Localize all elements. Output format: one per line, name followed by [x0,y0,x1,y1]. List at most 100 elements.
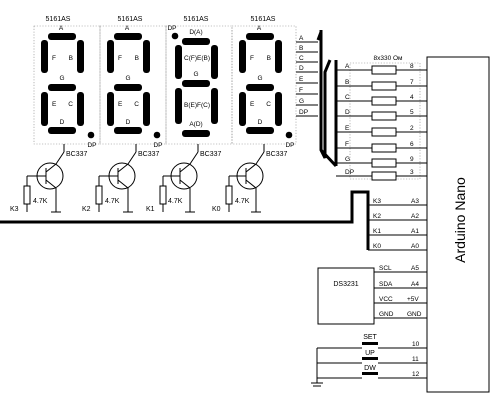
bus-label-g: G [299,98,304,105]
display-outline [165,25,233,145]
seg-d-label: D [126,119,131,126]
arduino-pin-label: A2 [411,213,419,220]
seg-b-label: B [69,55,73,62]
seg-g-label: G [125,75,130,82]
array-pin: 9 [410,156,414,163]
array-label: A [345,63,350,70]
seg-b-label: B [135,55,139,62]
seg-dp [285,131,293,139]
array-label: E [345,125,350,132]
seg-f [107,40,114,73]
seg-c-label: C [266,101,271,108]
bus-k-label: K1 [373,228,381,235]
array-label: D [345,109,350,116]
arduino-body [426,56,490,393]
key-label: K2 [82,206,91,213]
seg-c-label: C [68,101,73,108]
resistor-row: E 2 [336,125,427,137]
seg-d-label: D [258,119,263,126]
seg-e-label: E [250,101,255,108]
transistor-model: BC337 [266,151,288,158]
array-pin: 5 [410,109,414,116]
seg-b [275,40,282,73]
resistor-array-title: 8x330 Ом [373,55,403,62]
set-button: SET 10 [317,334,427,349]
array-pin: 4 [410,94,414,101]
bus-label-dp: DP [299,109,308,116]
digit-display-4: 5161AS A F B G E C D DP [231,16,297,149]
seg-dp [153,131,161,139]
seg-d [182,130,210,137]
bus-k-label: K3 [373,198,381,205]
seg-a-label: A [257,25,262,32]
bus-label-f: F [299,87,303,94]
seg-c [275,92,282,126]
transistor-driver-k0: BC337 4.7K K0 [212,144,288,213]
transistor-driver-k2: BC337 4.7K K2 [82,144,160,213]
array-label: G [345,156,350,163]
seg-g-label: G [257,75,262,82]
base-resistor-value: 4.7K [235,198,250,205]
rtc-module: DS3231 SCL SDA VCC GND A5 A4 +5V GND [317,265,427,325]
seg-c-label: C [134,101,139,108]
seg-a-label: A [125,25,130,32]
arduino-pin-label: A5 [411,265,419,272]
transistor-driver-k3: BC337 4.7K K3 [10,144,88,213]
seg-c [143,92,150,126]
seg-b [77,40,84,73]
rtc-pin-label: VCC [379,296,393,303]
display-part-label: 5161AS [251,16,276,23]
resistor-row: DP 3 [336,169,427,181]
seg-f-label: F [118,55,122,62]
digit-display-3-inverted: 5161AS DP D(A) C(F) E(B) G B(E) F(C) A(D… [165,16,233,145]
seg-a-label: A [59,25,64,32]
bus-label-b: B [299,45,303,52]
transistor-model: BC337 [200,151,222,158]
resistor-row: F 6 [336,141,427,153]
resistor-row: D 5 [336,109,427,121]
arduino-pin-label: 10 [412,341,420,348]
seg-a [182,38,210,45]
array-label: DP [345,169,354,176]
seg-g [48,84,76,91]
array-pin: 2 [410,125,414,132]
display-part-label: 5161AS [184,16,209,23]
base-resistor-value: 4.7K [33,198,48,205]
arduino-pin-label: GND [407,311,422,318]
display-part-label: 5161AS [118,16,143,23]
seg-e [107,92,114,126]
display-outline [99,25,167,145]
seg-c-label: F(C) [197,102,210,109]
digit-display-1: 5161AS A F B G E C D DP [33,16,101,149]
rtc-pin-label: GND [379,311,394,318]
display-part-label: 5161AS [46,16,71,23]
rtc-name: DS3231 [333,281,358,288]
key-label: K1 [146,206,155,213]
rtc-pin-label: SDA [379,281,393,288]
seg-g-label: G [193,71,198,78]
seg-e [239,92,246,126]
array-label: B [345,79,349,86]
seg-g [246,84,274,91]
seg-dp-label: DP [87,142,96,149]
bus-label-c: C [299,55,304,62]
up-label: UP [365,350,375,357]
base-resistor-value: 4.7K [168,198,183,205]
seg-f-label: C(F) [184,55,197,62]
arduino-title: Arduino Nano [452,177,468,263]
transistor-model: BC337 [66,151,88,158]
arduino-nano: Arduino Nano [426,56,490,393]
dw-label: DW [364,365,376,372]
resistor-row: G 9 [336,156,427,168]
seg-dp [87,131,95,139]
seg-b-label: B [267,55,271,62]
arduino-pin-label: A0 [411,243,419,250]
seg-dp-top [171,32,179,40]
seg-b [211,45,218,79]
key-label: K0 [212,206,221,213]
seg-e-label: E [118,101,123,108]
seg-dp-label: DP [153,142,162,149]
array-label: F [345,141,349,148]
resistor-row: C 4 [336,94,427,106]
seg-a [114,33,142,40]
